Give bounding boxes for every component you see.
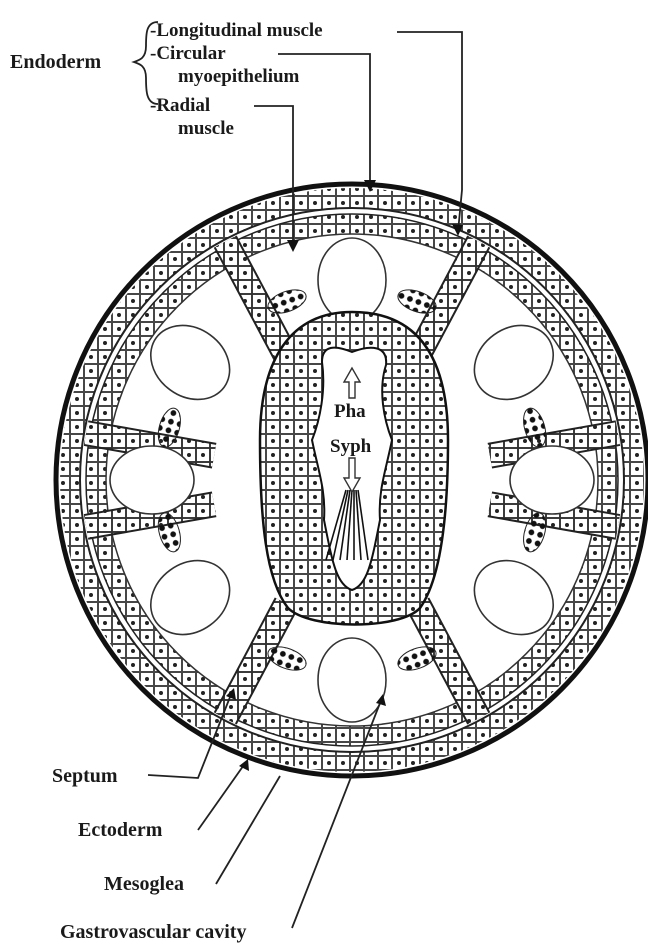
label-septum: Septum <box>52 765 118 787</box>
cavity-compartment <box>318 238 386 322</box>
label-pha: Pha <box>334 401 366 422</box>
label-gastrovascular-cavity: Gastrovascular cavity <box>60 921 246 943</box>
pharynx <box>260 312 448 625</box>
label-radial: -Radial <box>150 95 210 116</box>
cavity-compartment <box>110 446 194 514</box>
cavity-compartment <box>510 446 594 514</box>
leader-ectoderm <box>198 762 246 830</box>
label-syph: Syph <box>330 436 372 457</box>
label-myoepithelium: myoepithelium <box>178 66 300 87</box>
cavity-compartment <box>318 638 386 722</box>
label-muscle: muscle <box>178 118 234 139</box>
label-mesoglea: Mesoglea <box>104 873 184 895</box>
label-circular: -Circular <box>150 43 226 64</box>
label-endoderm: Endoderm <box>10 51 101 73</box>
label-ectoderm: Ectoderm <box>78 819 163 841</box>
label-longitudinal-muscle: -Longitudinal muscle <box>150 20 323 41</box>
